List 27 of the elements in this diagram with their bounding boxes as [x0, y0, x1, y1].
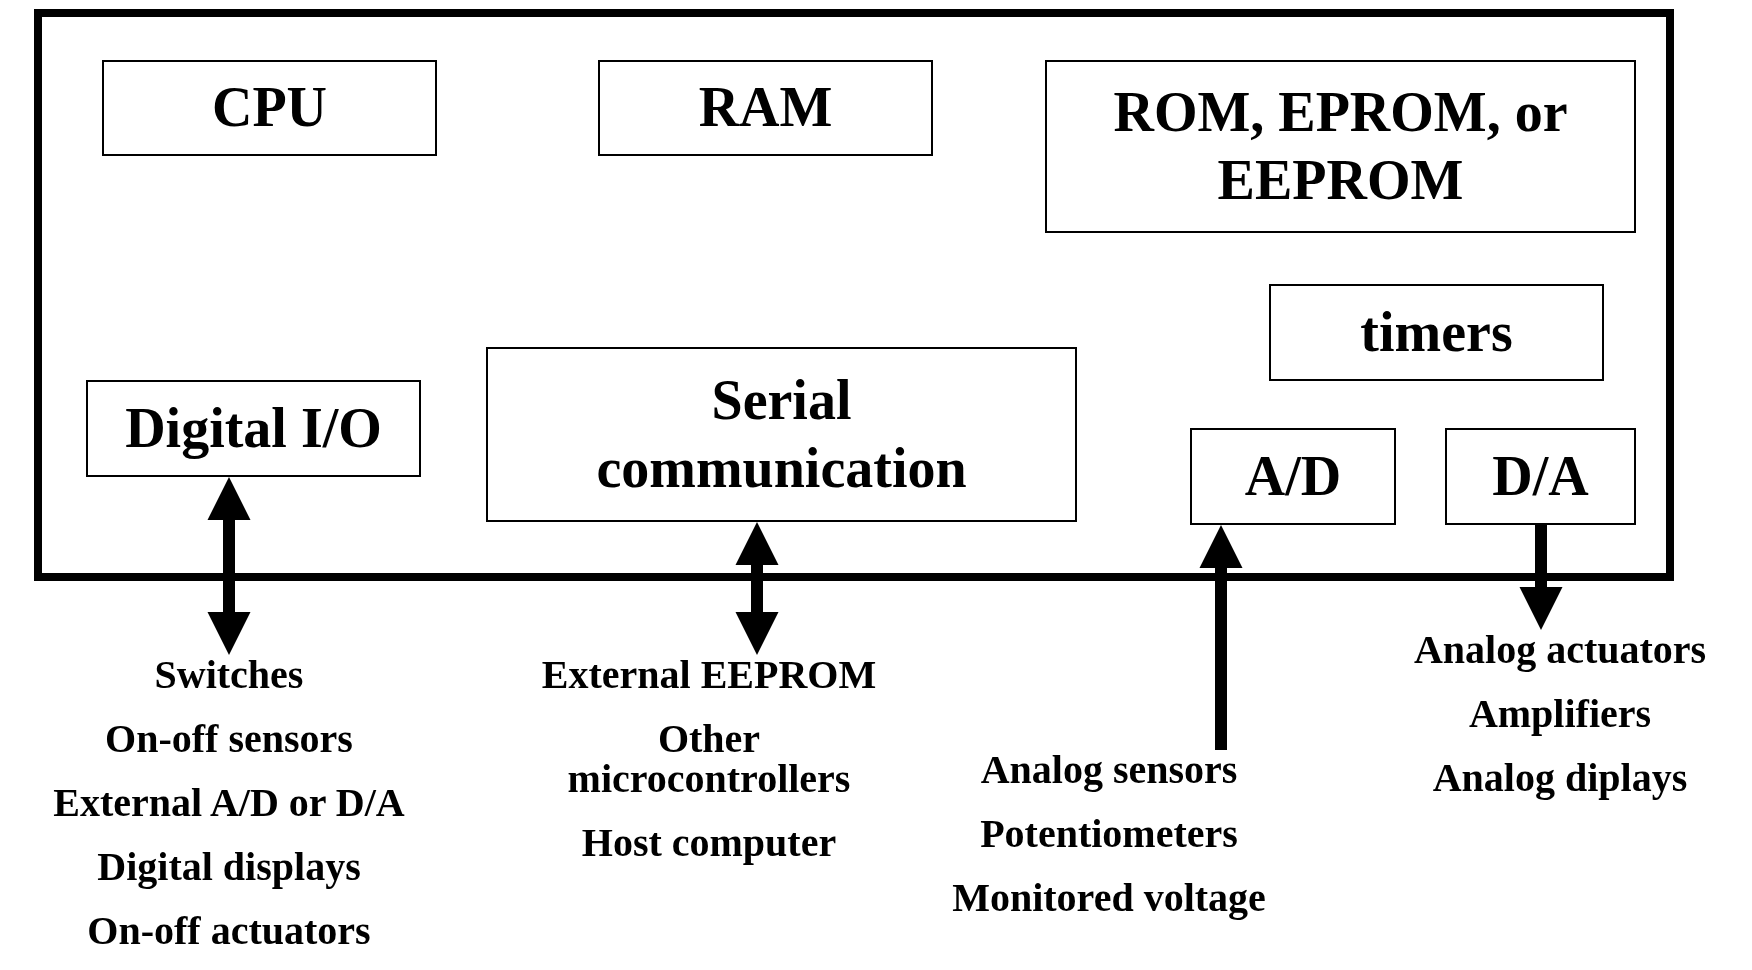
device-label: Digital displays — [97, 847, 361, 887]
component-box: Serial communication — [486, 347, 1077, 522]
device-label: Analog actuators — [1413, 630, 1707, 670]
device-label: External A/D or D/A — [53, 783, 405, 823]
component-box: CPU — [102, 60, 437, 156]
device-label: Analog sensors — [980, 750, 1238, 790]
component-box: ROM, EPROM, or EEPROM — [1045, 60, 1636, 233]
device-label: Host computer — [580, 823, 838, 863]
device-label: Amplifiers — [1468, 694, 1652, 734]
component-box: D/A — [1445, 428, 1636, 525]
arrow — [735, 522, 779, 655]
arrow — [1199, 525, 1243, 750]
device-label: External EEPROM — [540, 655, 878, 695]
device-label: Analog diplays — [1432, 758, 1688, 798]
component-box: Digital I/O — [86, 380, 421, 477]
device-label: Switches — [154, 655, 304, 695]
device-label: Potentiometers — [980, 814, 1238, 854]
device-label: Monitored voltage — [952, 878, 1266, 918]
device-label: Other microcontrollers — [566, 719, 852, 799]
arrow — [1519, 525, 1563, 630]
device-label: On-off actuators — [87, 911, 371, 951]
device-label: On-off sensors — [105, 719, 353, 759]
chip-outline — [34, 9, 1674, 581]
component-box: timers — [1269, 284, 1604, 381]
component-box: A/D — [1190, 428, 1396, 525]
component-box: RAM — [598, 60, 933, 156]
arrow — [207, 477, 251, 655]
